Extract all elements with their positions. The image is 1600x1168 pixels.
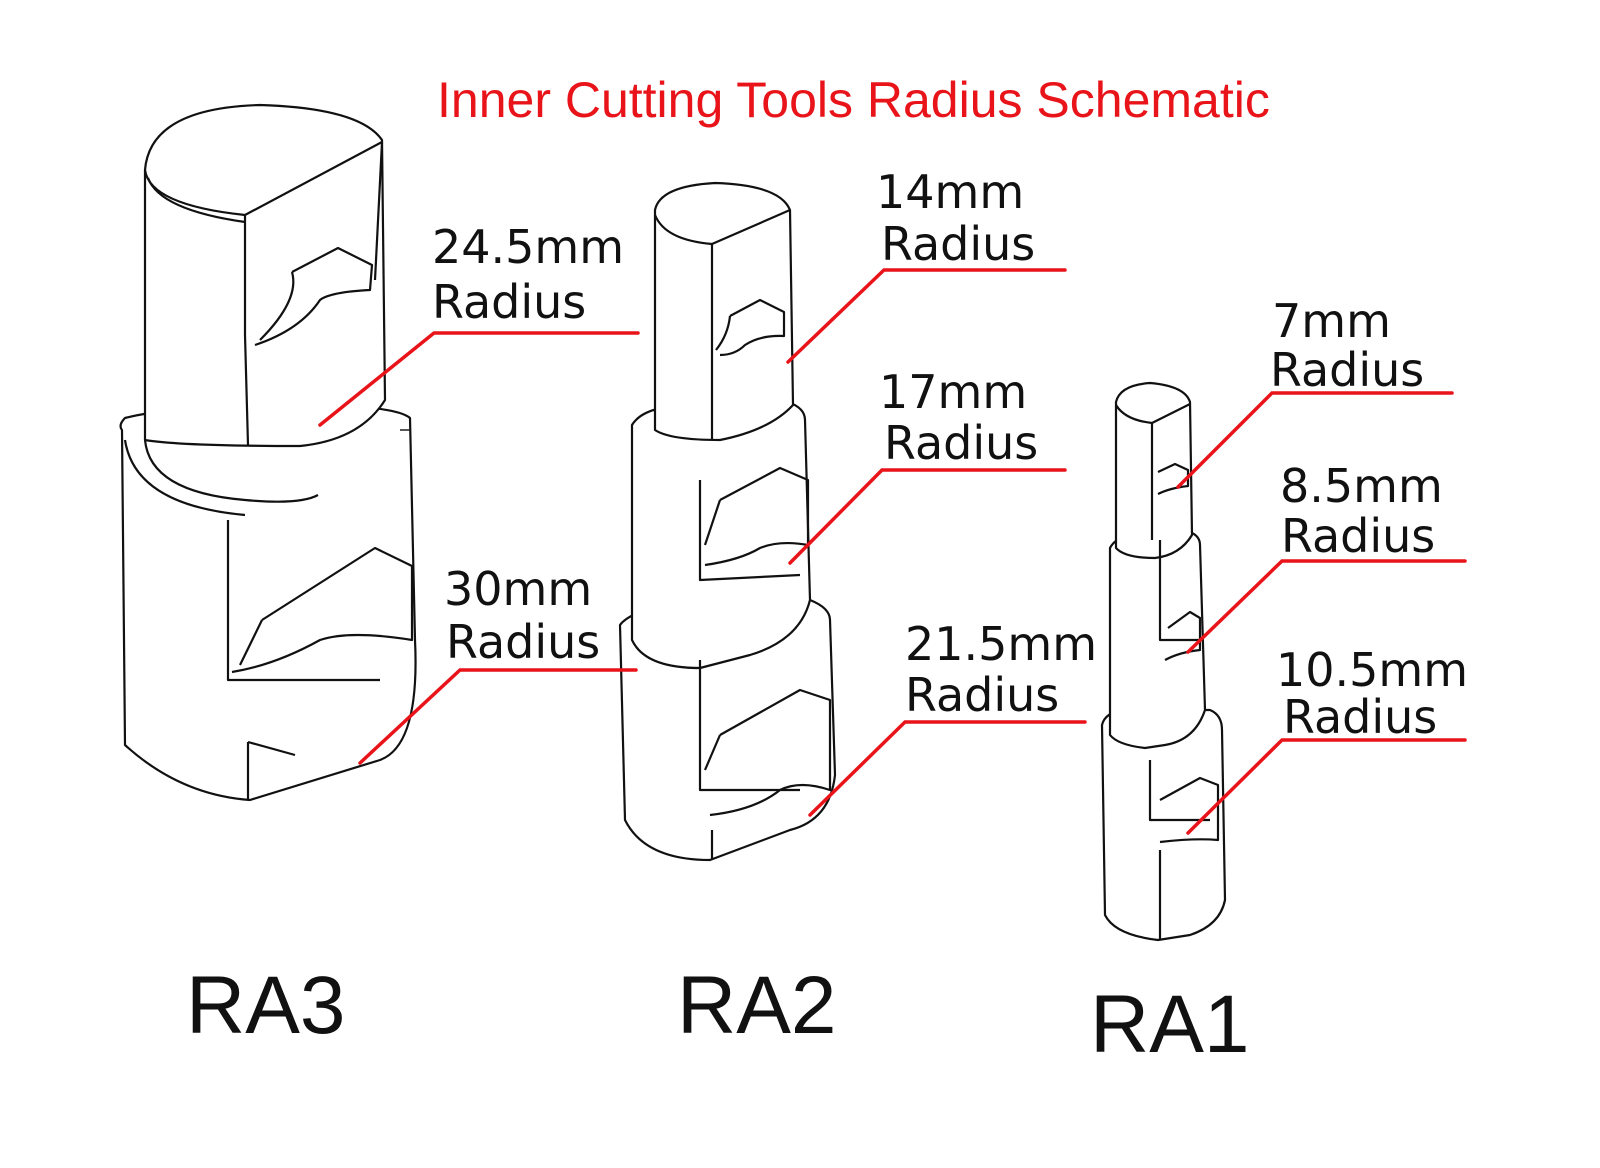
tool-name-ra2: RA2 xyxy=(677,960,837,1051)
label-ra2-radius-1-value: 14mm xyxy=(876,165,1024,219)
tool-names: RA3 RA2 RA1 xyxy=(186,960,1250,1070)
label-ra2-radius-3-value: 21.5mm xyxy=(905,617,1097,671)
leader-ra2-21-5mm xyxy=(808,720,1087,817)
ra1-tool-drawing xyxy=(1100,381,1227,942)
label-ra1-radius-2-word: Radius xyxy=(1281,509,1435,563)
label-ra2-radius-3-word: Radius xyxy=(905,668,1059,722)
tool-name-ra3: RA3 xyxy=(186,960,346,1051)
ra3-tool-drawing xyxy=(119,103,417,802)
radius-labels: 24.5mm Radius 30mm Radius 14mm Radius 17… xyxy=(432,165,1468,744)
leader-lines xyxy=(318,268,1467,835)
label-ra1-radius-2-value: 8.5mm xyxy=(1280,459,1443,513)
leader-ra1-10-5mm xyxy=(1186,738,1467,835)
leader-ra1-7mm xyxy=(1176,391,1454,489)
label-ra2-radius-2-value: 17mm xyxy=(879,365,1027,419)
tool-name-ra1: RA1 xyxy=(1090,979,1250,1070)
label-ra1-radius-3-value: 10.5mm xyxy=(1276,643,1468,697)
label-ra3-radius-2-value: 30mm xyxy=(444,562,592,616)
label-ra2-radius-1-word: Radius xyxy=(881,217,1035,271)
label-ra1-radius-3-word: Radius xyxy=(1283,690,1437,744)
label-ra3-radius-2-word: Radius xyxy=(446,615,600,669)
leader-ra2-17mm xyxy=(788,468,1067,565)
diagram-title: Inner Cutting Tools Radius Schematic xyxy=(437,72,1270,128)
label-ra1-radius-1-value: 7mm xyxy=(1272,294,1391,348)
label-ra3-radius-1-word: Radius xyxy=(432,275,586,329)
label-ra1-radius-1-word: Radius xyxy=(1270,343,1424,397)
leader-ra1-8-5mm xyxy=(1186,559,1467,654)
label-ra3-radius-1-value: 24.5mm xyxy=(432,220,624,274)
ra2-tool-drawing xyxy=(618,181,837,862)
label-ra2-radius-2-word: Radius xyxy=(884,416,1038,470)
leader-ra2-14mm xyxy=(786,268,1067,364)
leader-ra3-30mm xyxy=(358,668,638,765)
leader-ra3-24-5mm xyxy=(318,331,640,427)
